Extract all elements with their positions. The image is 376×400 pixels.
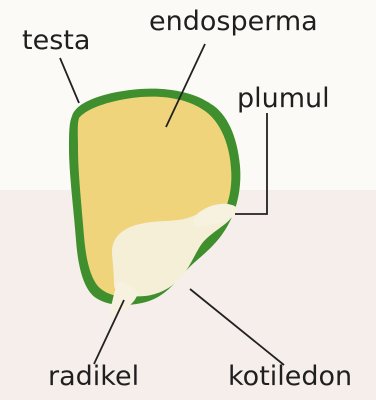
plumul-leader-line <box>235 113 267 214</box>
testa-leader-line <box>60 58 79 103</box>
testa-label: testa <box>22 27 90 54</box>
kotiledon-leader-line <box>190 289 284 365</box>
plumul-label: plumul <box>237 85 330 112</box>
kotiledon-label: kotiledon <box>228 363 352 390</box>
endosperma-label: endosperma <box>149 8 318 35</box>
radikel-label: radikel <box>48 363 139 390</box>
radikel-leader-line <box>94 300 124 364</box>
